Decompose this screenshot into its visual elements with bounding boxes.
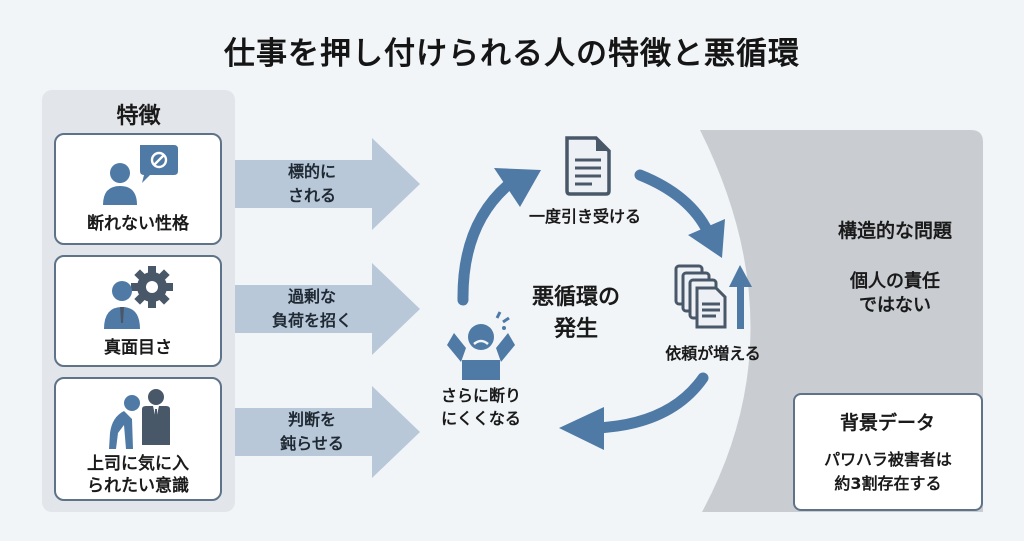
cycle-arrow-bottom-left-head (559, 407, 604, 450)
background-data-card (793, 393, 983, 511)
trait-arrow-1 (222, 138, 420, 230)
trait-effect-2: 過剰な負荷を招く (271, 287, 352, 330)
trait-arrow-3 (222, 386, 420, 478)
cycle-step-more-requests: 依頼が増える (665, 344, 761, 363)
structural-problem-title: 構造的な問題 (837, 220, 952, 242)
cycle-arrow-right-down-head (688, 219, 725, 258)
background-data-heading: 背景データ (840, 412, 936, 434)
trait-arrow-2 (222, 263, 420, 355)
document-icon (565, 136, 611, 196)
cycle-step-accept: 一度引き受ける (528, 207, 641, 226)
background-data-body: パワハラ被害者は約3割存在する (824, 450, 952, 493)
bowing-to-boss-icon (109, 389, 170, 449)
trait-card-refusal: 断れない性格 (54, 133, 222, 245)
up-arrow-icon (729, 265, 752, 329)
person-gear-icon (104, 266, 173, 329)
structural-problem-subtitle: 個人の責任ではない (850, 271, 940, 316)
trait-effect-3: 判断を鈍らせる (280, 410, 344, 453)
trait-card-boss-approval: 上司に気に入 られたい意識 (54, 377, 222, 501)
trait-label-2: 真面目さ (104, 338, 172, 358)
trait-label-3: 上司に気に入 られたい意識 (87, 454, 189, 496)
cycle-arrow-bottom-left (589, 372, 709, 434)
stacked-documents-up-icon (674, 264, 727, 329)
vicious-cycle-center-label: 悪循環の発生 (531, 285, 620, 342)
person-refusal-speech-icon (103, 145, 178, 205)
trait-label-1: 断れない性格 (87, 214, 189, 234)
trait-card-seriousness: 真面目さ (54, 255, 222, 367)
page-title: 仕事を押し付けられる人の特徴と悪循環 (224, 36, 800, 72)
traits-heading: 特徴 (116, 104, 161, 129)
cycle-arrow-up-left-head (494, 168, 541, 207)
cycle-arrow-right-down (634, 169, 714, 238)
trait-effect-1: 標的にされる (287, 162, 336, 205)
stressed-person-icon (447, 311, 515, 380)
cycle-step-harder-to-refuse: さらに断りにくくなる (440, 386, 521, 428)
cycle-arrow-up-left (457, 179, 514, 306)
